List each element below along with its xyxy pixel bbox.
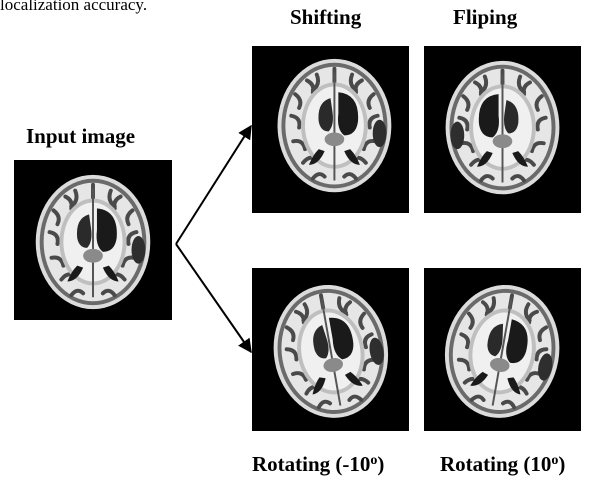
- arrow-to-rotated: [176, 244, 251, 352]
- arrow-to-shifted: [176, 126, 251, 244]
